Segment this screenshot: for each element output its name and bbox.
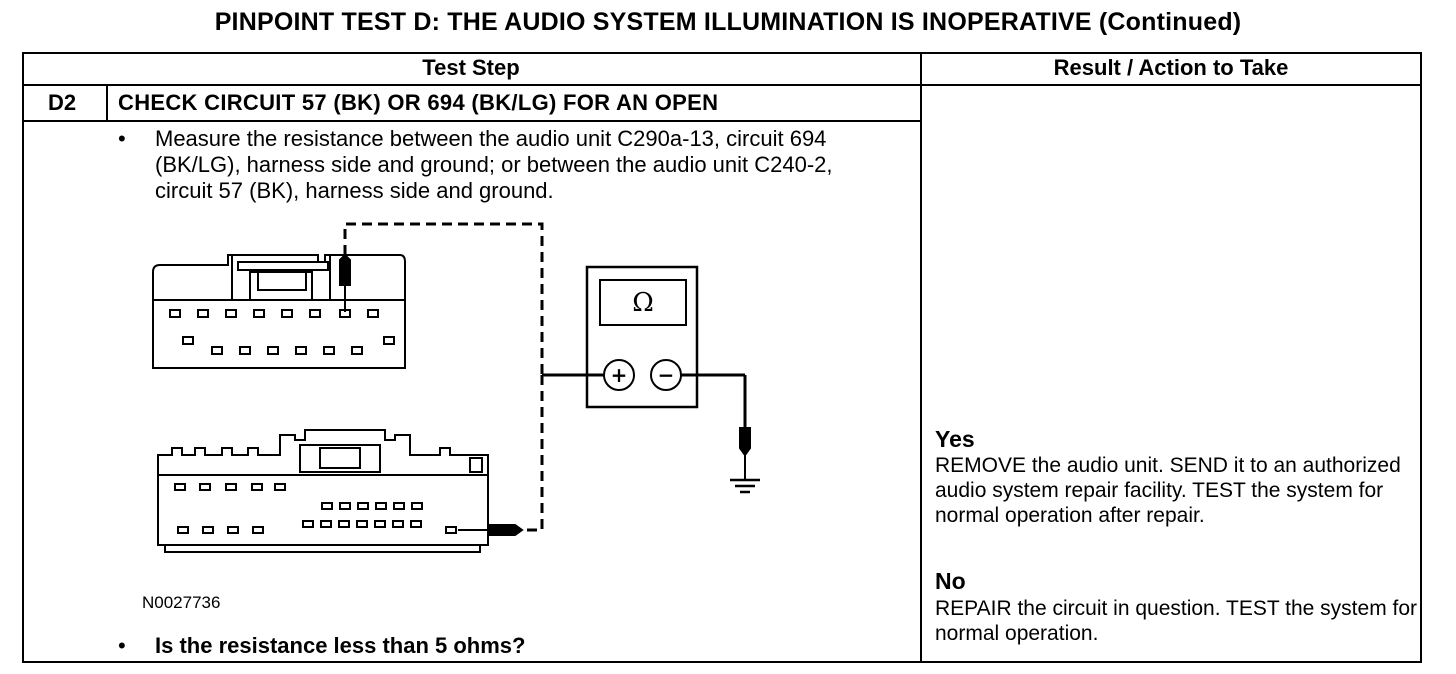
ohmmeter xyxy=(585,265,699,409)
column-header-test-step: Test Step xyxy=(422,55,520,80)
result-no-label: No xyxy=(935,568,966,594)
step-question: Is the resistance less than 5 ohms? xyxy=(155,633,526,658)
page-title: PINPOINT TEST D: THE AUDIO SYSTEM ILLUMI… xyxy=(214,8,1242,36)
step-instruction: Measure the resistance between the audio… xyxy=(155,126,833,203)
ground-icon xyxy=(730,478,760,494)
minus-terminal-icon: − xyxy=(658,363,675,387)
step-title: CHECK CIRCUIT 57 (BK) OR 694 (BK/LG) FOR… xyxy=(118,90,719,115)
plus-terminal-icon: + xyxy=(611,363,628,387)
result-yes-label: Yes xyxy=(935,426,975,452)
connector-c290a xyxy=(152,254,406,369)
result-no-action: REPAIR the circuit in question. TEST the… xyxy=(935,597,1418,645)
bullet: • xyxy=(118,633,126,658)
ohm-icon: Ω xyxy=(632,288,654,318)
result-yes-action: REMOVE the audio unit. SEND it to an aut… xyxy=(935,454,1401,527)
connector-c240 xyxy=(157,429,489,553)
column-header-result: Result / Action to Take xyxy=(1053,55,1289,80)
bullet: • xyxy=(118,126,126,151)
figure-id: N0027736 xyxy=(142,593,221,612)
step-id: D2 xyxy=(48,90,77,115)
